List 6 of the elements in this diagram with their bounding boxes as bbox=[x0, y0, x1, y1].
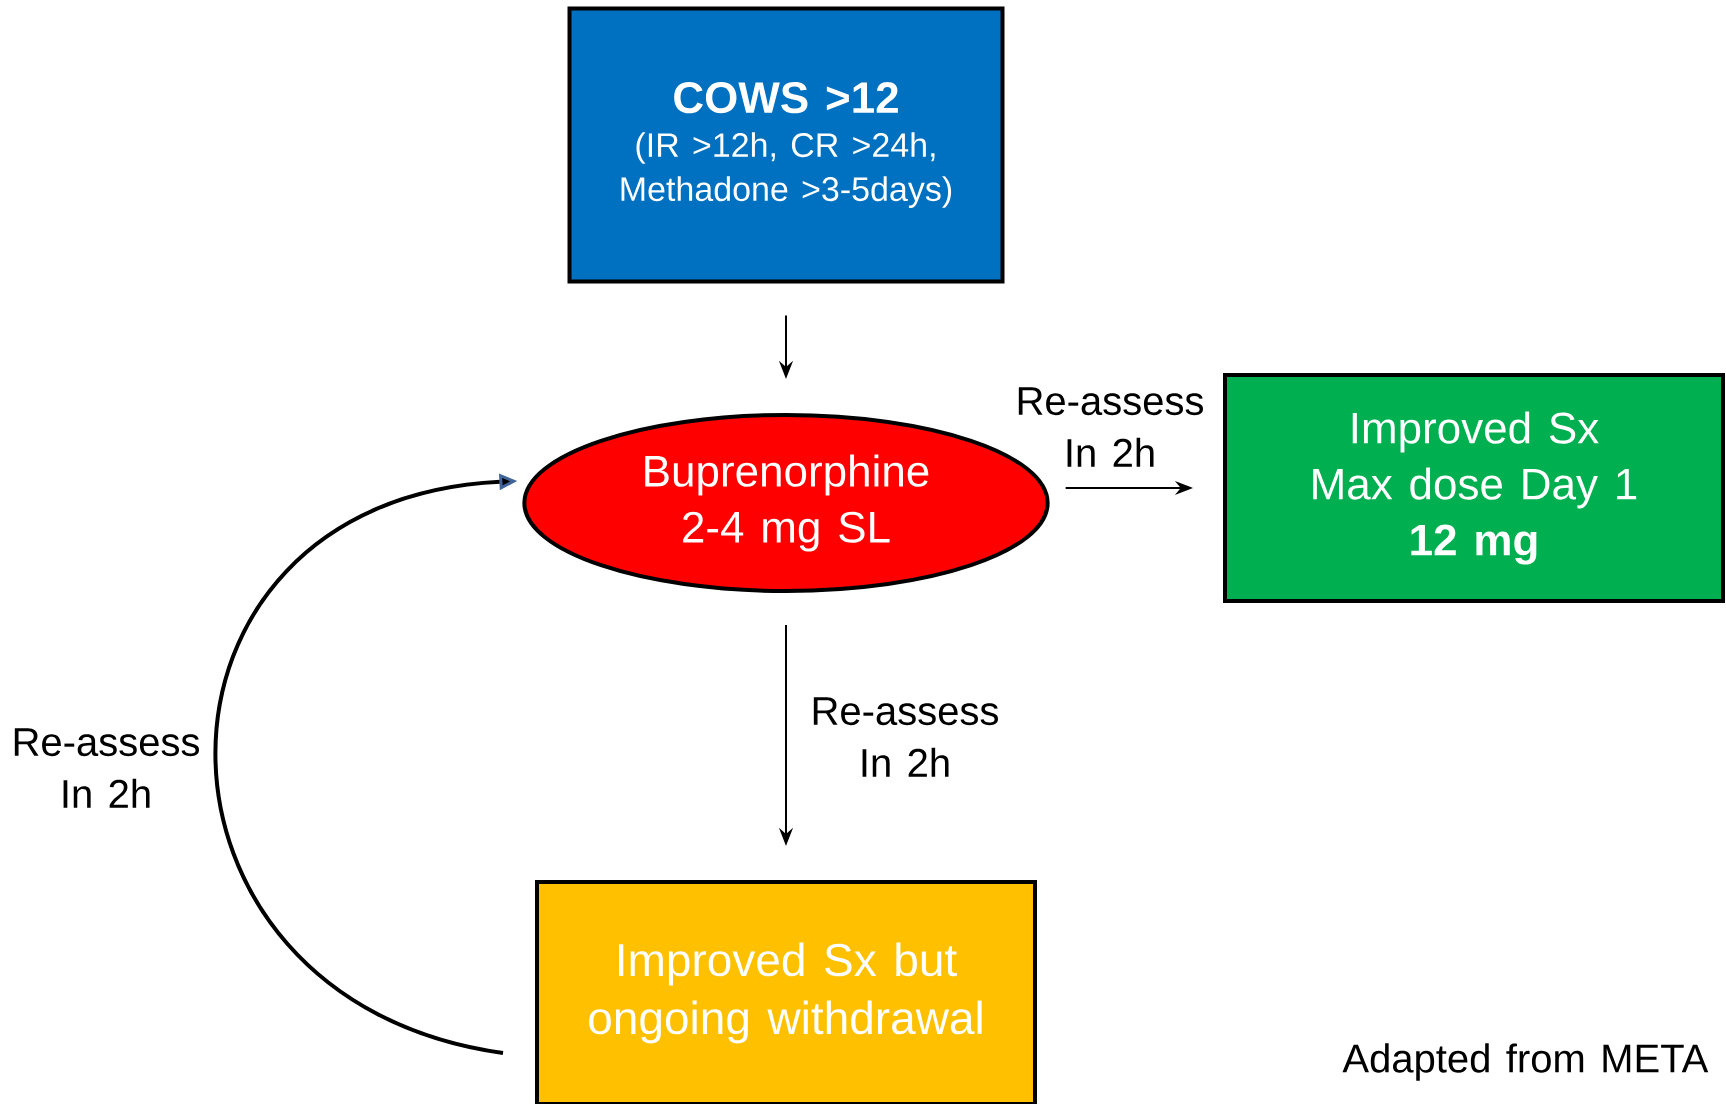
edge-label: Re-assess In 2h bbox=[813, 697, 998, 777]
edge-label: Re-assess In 2h bbox=[14, 728, 199, 808]
criteria-box: COWS >12 (IR >12h, CR >24h, Methadone >3-5days) bbox=[567, 6, 1005, 284]
outcome-box: Improved Sx Max dose Day 1 12 mg bbox=[1223, 373, 1725, 603]
outcome-box: Improved Sx but ongoing withdrawal bbox=[535, 880, 1037, 1104]
source-note: Adapted from META bbox=[1342, 1043, 1709, 1081]
